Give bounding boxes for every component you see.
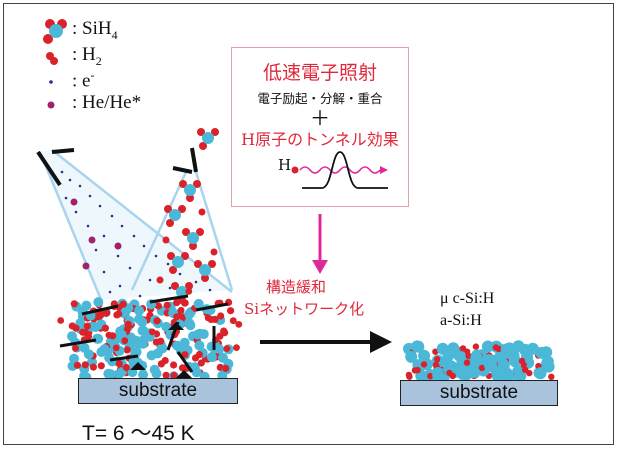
substrate-right: substrate <box>400 380 558 406</box>
substrate-left: substrate <box>78 378 238 404</box>
h-atom-label: H <box>278 156 292 174</box>
electron-dot-icon <box>49 80 53 84</box>
deposited-film-right <box>403 340 555 384</box>
gas-nozzle-right <box>190 147 198 173</box>
reaction-arrow-head <box>370 331 392 353</box>
transform-line2: Siネットワーク化 <box>244 300 365 318</box>
pink-arrow-head <box>312 260 328 274</box>
h-atom-icon <box>291 166 299 174</box>
legend-he-label: : He/He* <box>72 92 142 113</box>
product-line2: a-Si:H <box>440 312 482 329</box>
sih4-stream <box>156 128 219 304</box>
gas-nozzle-left <box>172 166 193 174</box>
transform-line1: 構造緩和 <box>266 278 327 296</box>
beam-impact-dashes <box>59 294 229 373</box>
upward-arrows <box>130 322 192 378</box>
he-atom-icon <box>47 101 55 109</box>
beam-edge-left <box>38 151 104 303</box>
legend-h2-label: : H2 <box>72 44 102 68</box>
process-box: 低速電子照射 電子励起・分解・重合 ＋ H原子のトンネル効果 H <box>231 47 409 207</box>
plus-sign: ＋ <box>310 106 330 130</box>
electron-dots <box>60 170 212 298</box>
gas-beam-right <box>194 171 234 291</box>
process-subtitle: 電子励起・分解・重合 <box>257 91 383 106</box>
legend-sih4-label: : SiH4 <box>72 18 118 42</box>
h2-molecule-icon <box>46 52 58 65</box>
sih4-molecule-icon <box>43 19 67 44</box>
electron-source-left <box>36 150 62 187</box>
figure-frame <box>3 3 614 445</box>
gas-beam-left <box>130 171 188 291</box>
tunnel-effect-label: H原子のトンネル効果 <box>241 130 399 149</box>
legend-electron-label: : e- <box>72 68 95 92</box>
process-title: 低速電子照射 <box>262 62 377 84</box>
tunneling-graphic <box>291 151 388 189</box>
temperature-label: T= 6 ～45 K <box>82 422 195 445</box>
product-line1: μ c-Si:H <box>440 290 495 307</box>
barrier-curve-icon <box>302 151 388 189</box>
he-atoms <box>70 198 122 270</box>
wave-icon <box>299 166 381 174</box>
electron-source-top <box>51 148 75 154</box>
